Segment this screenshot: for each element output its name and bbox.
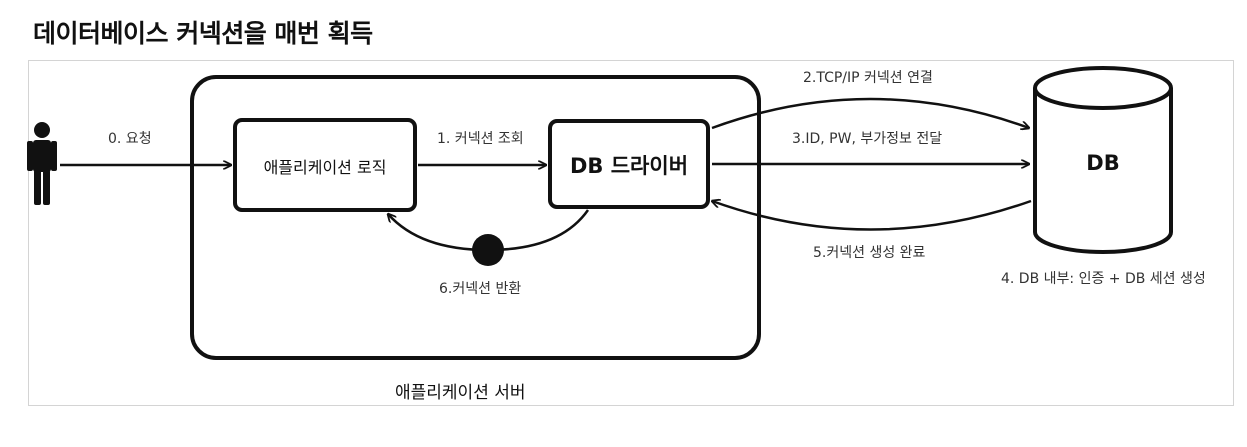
db-driver-box xyxy=(548,119,710,209)
step-4-label: 4. DB 내부: 인증 + DB 세션 생성 xyxy=(1001,271,1206,287)
app-server-box xyxy=(190,75,761,360)
db-label: DB xyxy=(1086,151,1120,175)
step-6-label: 6.커넥션 반환 xyxy=(439,281,522,297)
user-icon xyxy=(27,122,57,205)
app-logic-box xyxy=(233,118,417,212)
db-cylinder xyxy=(1033,66,1173,254)
page-title: 데이터베이스 커넥션을 매번 획득 xyxy=(33,19,373,48)
connection-token xyxy=(472,234,504,266)
step-1-label: 1. 커넥션 조회 xyxy=(437,131,524,147)
app-server-label: 애플리케이션 서버 xyxy=(395,383,526,403)
db-driver-label: DB 드라이버 xyxy=(569,154,689,178)
step-0-label: 0. 요청 xyxy=(108,131,152,147)
arrow-connection-created xyxy=(712,201,1032,231)
step-2-label: 2.TCP/IP 커넥션 연결 xyxy=(803,70,933,86)
arrow-tcp-connect xyxy=(711,97,1029,128)
step-5-label: 5.커넥션 생성 완료 xyxy=(813,245,926,261)
step-3-label: 3.ID, PW, 부가정보 전달 xyxy=(792,131,943,147)
app-logic-label: 애플리케이션 로직 xyxy=(263,158,387,177)
